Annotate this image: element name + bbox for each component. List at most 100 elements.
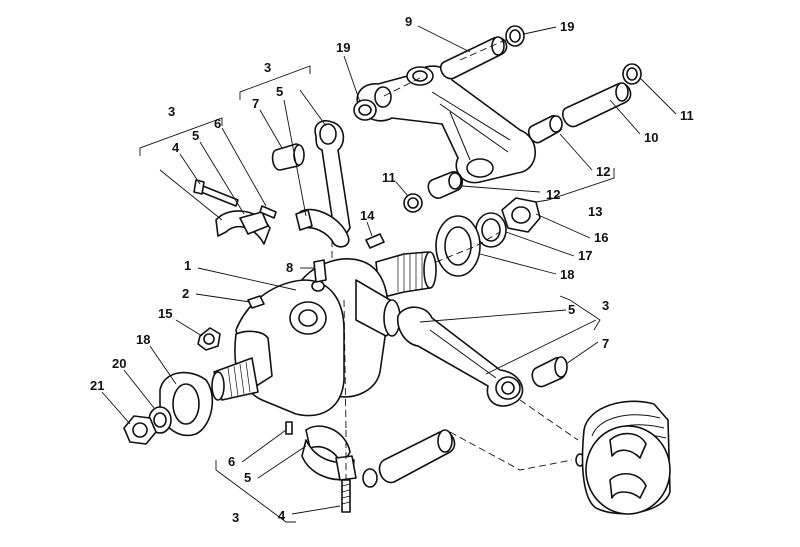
leader-12-right [559, 133, 593, 171]
bracket-3-bottom [215, 460, 296, 523]
nut-21-part [123, 415, 157, 445]
callout-18-left: 18 [136, 332, 150, 347]
leader-3-left-lead [159, 169, 223, 221]
bushing-12-left-part [427, 171, 464, 199]
leader-18-right [479, 253, 557, 275]
bearing-cap-lower-part [301, 425, 357, 481]
leader-4-bottom [291, 505, 341, 515]
piston-pin-part [378, 429, 456, 484]
rocker-link-part [356, 65, 536, 184]
pin-10-part [561, 82, 632, 128]
callout-3-left: 3 [168, 104, 175, 119]
callout-7-top: 7 [252, 96, 259, 111]
leader-5-right [419, 309, 567, 323]
leader-9 [417, 25, 471, 53]
leader-16 [535, 213, 591, 239]
small-end-bushing-7-right-part [531, 356, 568, 388]
callout-12-left: 12 [546, 187, 560, 202]
crankshaft-part [211, 251, 437, 417]
callout-11-right: 11 [680, 108, 694, 123]
piston-part [581, 400, 671, 515]
leader-3-right [485, 319, 597, 375]
leader-7-right [565, 341, 599, 365]
callout-3-right: 3 [602, 298, 609, 313]
callout-19-top: 19 [560, 19, 574, 34]
circlip-lower-part [362, 468, 378, 488]
leader-11-left [395, 181, 409, 197]
bolt-4-upper-part [193, 179, 239, 207]
leader-15 [175, 319, 203, 337]
assembly-path-gear [435, 231, 501, 263]
callout-labels: 9 19 3 19 11 10 5 7 3 6 5 4 12 11 12 13 … [90, 14, 694, 525]
callout-5-top: 5 [276, 84, 283, 99]
leader-19-top [523, 26, 557, 35]
leader-2 [195, 293, 251, 303]
callout-16: 16 [594, 230, 608, 245]
bushing-ring-12-part [374, 86, 392, 108]
dowel-pin-6-lower-part [285, 421, 293, 435]
leader-17 [505, 231, 575, 257]
washer-19-top-part [505, 25, 525, 47]
leader-18-left [149, 345, 177, 385]
callout-7-right: 7 [602, 336, 609, 351]
callout-19-left: 19 [336, 40, 350, 55]
leader-4-top [179, 153, 201, 185]
washer-11-right-part [622, 63, 642, 85]
connecting-rod-right-part [396, 306, 524, 407]
bushing-12-right-part [527, 115, 563, 144]
callout-5-left: 5 [192, 128, 199, 143]
bearing-cap-upper-left-part [215, 210, 271, 245]
plug-15-part [197, 327, 221, 351]
callout-4-top: 4 [172, 140, 180, 155]
callout-12-right: 12 [596, 164, 610, 179]
washer-19-left-part [353, 99, 377, 121]
callout-1: 1 [184, 258, 191, 273]
callout-17: 17 [578, 248, 592, 263]
callout-14: 14 [360, 208, 375, 223]
washer-17-part [475, 212, 507, 248]
leader-20 [123, 369, 155, 409]
callout-13: 13 [588, 204, 602, 219]
nut-16-part [501, 197, 541, 233]
bushing-9-part [439, 36, 508, 80]
leader-5-bottom [257, 445, 307, 479]
callout-9: 9 [405, 14, 412, 29]
callout-11-left: 11 [382, 170, 396, 185]
leader-1 [197, 267, 297, 291]
leader-5-left [199, 141, 245, 215]
leader-7-top [259, 109, 283, 149]
callout-20: 20 [112, 356, 126, 371]
connecting-rod-upper-part [295, 120, 351, 248]
bracket-3-right [559, 295, 601, 331]
callout-6-top: 6 [214, 116, 221, 131]
bracket-13 [535, 168, 615, 203]
bracket-3-left [139, 117, 223, 156]
callout-4-bottom: 4 [278, 508, 286, 523]
bolt-4-lower-part [341, 479, 351, 513]
leader-6-top [221, 127, 267, 207]
callout-6-bottom: 6 [228, 454, 235, 469]
washer-14-part [365, 233, 385, 249]
dowel-pin-6-upper-part [259, 205, 277, 219]
callout-3-top: 3 [264, 60, 271, 75]
callout-15: 15 [158, 306, 172, 321]
callout-3-bottom: 3 [232, 510, 239, 525]
leader-21 [101, 391, 131, 425]
callout-5-bottom: 5 [244, 470, 251, 485]
leader-11-right [639, 77, 677, 115]
callout-5-right: 5 [568, 302, 575, 317]
timing-gear-18-right-part [435, 215, 481, 277]
leader-3-top [299, 89, 327, 127]
assembly-path-piston [519, 399, 579, 441]
dowel-pin-2-part [247, 295, 265, 309]
callout-2: 2 [182, 286, 189, 301]
leader-12-left [461, 185, 541, 193]
leader-19-left [343, 55, 361, 103]
small-end-bushing-7-part [271, 143, 305, 171]
leader-10 [609, 99, 641, 135]
callout-10: 10 [644, 130, 658, 145]
leader-6-bottom [241, 429, 287, 463]
washer-11-left-part [403, 193, 423, 213]
